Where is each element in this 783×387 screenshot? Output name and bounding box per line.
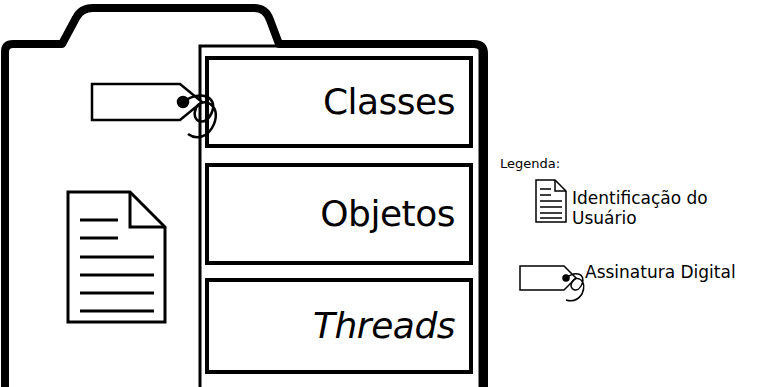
legend-signature-tag xyxy=(520,266,584,301)
box-label: Objetos xyxy=(320,194,455,234)
signature-tag xyxy=(92,84,216,137)
category-box: Objetos xyxy=(205,163,473,265)
inner-frame xyxy=(200,46,480,387)
legend-text: Identificação do Usuário xyxy=(572,188,775,229)
box-label: Classes xyxy=(323,82,455,122)
folder-outline xyxy=(5,8,484,387)
box-label: Threads xyxy=(313,306,455,346)
legend-text: Assinatura Digital xyxy=(585,262,775,282)
legend-document-icon xyxy=(536,180,566,222)
category-box: Threads xyxy=(205,278,473,374)
category-box: Classes xyxy=(205,56,473,148)
legend-heading: Legenda: xyxy=(500,156,560,171)
document-icon xyxy=(68,192,165,322)
